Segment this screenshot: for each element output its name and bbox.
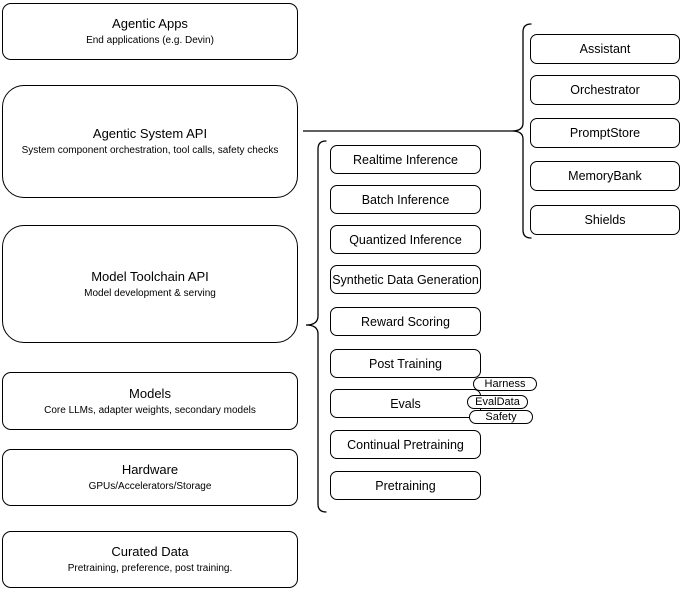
node-reward-scoring: Reward Scoring [330,307,481,336]
node-label: Assistant [579,42,631,56]
node-label: Continual Pretraining [347,437,464,452]
node-label: Quantized Inference [349,232,462,247]
node-curated-data: Curated Data Pretraining, preference, po… [2,531,298,588]
node-evals-harness: Harness [473,377,537,391]
node-label: Post Training [369,356,442,371]
node-title: Agentic System API [92,126,208,141]
node-subtitle: Core LLMs, adapter weights, secondary mo… [44,404,256,416]
node-label: Synthetic Data Generation [332,272,479,287]
node-promptstore: PromptStore [530,118,680,148]
node-label: Reward Scoring [361,314,450,329]
node-label: Realtime Inference [353,152,458,167]
node-evals-evaldata: EvalData [467,395,528,409]
node-subtitle: Model development & serving [84,287,216,299]
node-subtitle: GPUs/Accelerators/Storage [88,481,212,492]
node-quantized-inference: Quantized Inference [330,225,481,254]
pill-label: Safety [485,411,517,423]
node-agentic-apps: Agentic Apps End applications (e.g. Devi… [2,3,298,60]
node-label: Pretraining [375,478,436,493]
node-memorybank: MemoryBank [530,161,680,191]
node-continual-pretraining: Continual Pretraining [330,430,481,459]
pill-label: EvalData [475,396,520,408]
node-synthetic-data-generation: Synthetic Data Generation [330,265,481,294]
node-shields: Shields [530,205,680,235]
node-label: Shields [584,213,626,227]
node-agentic-system-api: Agentic System API System component orch… [2,85,298,198]
node-realtime-inference: Realtime Inference [330,145,481,174]
node-subtitle: End applications (e.g. Devin) [86,35,214,46]
node-pretraining: Pretraining [330,471,481,500]
node-evals: Evals [330,389,481,418]
node-label: Evals [390,396,421,411]
node-hardware: Hardware GPUs/Accelerators/Storage [2,449,298,506]
node-label: MemoryBank [568,169,642,183]
brace-system-group [511,23,532,239]
node-assistant: Assistant [530,34,680,64]
node-subtitle: Pretraining, preference, post training. [67,563,233,574]
node-title: Model Toolchain API [91,268,209,284]
node-label: Orchestrator [570,83,640,97]
node-title: Models [129,385,171,401]
node-label: Batch Inference [361,192,450,207]
node-orchestrator: Orchestrator [530,75,680,105]
node-models: Models Core LLMs, adapter weights, secon… [2,372,298,430]
node-evals-safety: Safety [469,410,533,424]
node-post-training: Post Training [330,349,481,378]
node-title: Curated Data [111,544,189,559]
node-title: Hardware [121,462,179,477]
node-batch-inference: Batch Inference [330,185,481,214]
node-model-toolchain-api: Model Toolchain API Model development & … [2,225,298,343]
node-title: Agentic Apps [112,16,188,31]
node-label: PromptStore [569,126,641,140]
brace-toolchain-group [305,140,327,513]
pill-label: Harness [484,378,526,390]
node-subtitle: System component orchestration, tool cal… [21,145,279,156]
